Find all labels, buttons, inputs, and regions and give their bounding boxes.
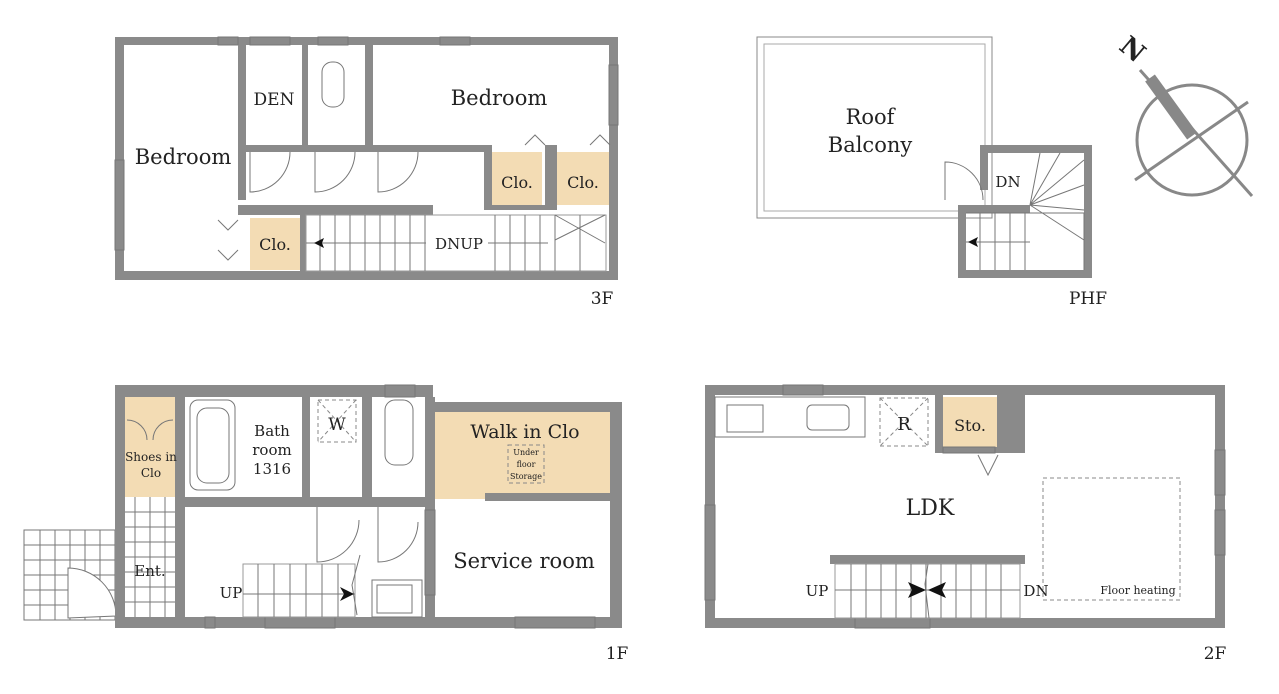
floor-label-phf: PHF: [1069, 289, 1107, 309]
room-bathroom-line2: room: [252, 441, 291, 459]
floor-2f: R Sto. LDK UP DN Floor heating 2F: [704, 384, 1227, 664]
north-compass: N: [1113, 31, 1254, 197]
room-ldk: LDK: [906, 496, 955, 521]
closet-3f-right: [557, 152, 609, 205]
stairs-3f: [305, 214, 607, 272]
stairs-down-label-2f: DN: [1023, 582, 1048, 600]
stairs-label-1f: UP: [220, 584, 243, 602]
room-shoes-closet-line2: Clo: [141, 466, 161, 480]
floor-label-3f: 3F: [591, 289, 614, 309]
north-label: N: [1113, 31, 1150, 69]
closet-3f-left: [250, 218, 300, 270]
fridge-label: R: [897, 414, 911, 435]
under-floor-storage-line3: Storage: [510, 472, 542, 481]
stairs-label-3f: DNUP: [435, 235, 483, 253]
washer-label: W: [328, 415, 346, 435]
walk-in-closet: [433, 412, 610, 499]
room-shoes-closet: Shoes in: [125, 450, 177, 464]
stairs-1f: [242, 554, 361, 618]
room-closet-3f-right: Clo.: [567, 173, 599, 192]
floor-phf: Roof Balcony DN PHF: [756, 36, 1107, 309]
stairs-label-phf: DN: [995, 173, 1020, 191]
stairs-phf: [966, 152, 1085, 270]
stairs-2f: [834, 563, 1021, 619]
floor-heating-label: Floor heating: [1100, 584, 1175, 597]
room-walk-in-closet: Walk in Clo: [470, 421, 579, 443]
room-bathroom-size: 1316: [253, 460, 291, 478]
floor-3f: Bedroom DEN Bedroom Clo. Clo. Clo. DNUP …: [114, 36, 619, 309]
room-service-room: Service room: [453, 549, 595, 573]
stairs-up-label-2f: UP: [806, 582, 829, 600]
room-storage: Sto.: [954, 416, 986, 435]
room-den: DEN: [254, 90, 295, 110]
under-floor-storage-line2: floor: [517, 460, 536, 469]
room-roof-balcony-line2: Balcony: [828, 133, 913, 157]
room-entrance: Ent.: [134, 562, 165, 580]
room-closet-3f-mid: Clo.: [501, 173, 533, 192]
floor-label-2f: 2F: [1204, 644, 1227, 664]
under-floor-storage: Under: [513, 448, 539, 457]
room-roof-balcony: Roof: [846, 105, 897, 129]
storage-closet: [942, 397, 997, 447]
room-closet-3f-left: Clo.: [259, 235, 291, 254]
room-bedroom-3f-left: Bedroom: [135, 145, 232, 169]
floor-1f: Shoes in Clo Bath room 1316 W Walk in Cl…: [23, 384, 629, 664]
room-bathroom: Bath: [254, 422, 290, 440]
floor-label-1f: 1F: [606, 644, 629, 664]
shoes-closet: [125, 397, 175, 497]
room-bedroom-3f-right: Bedroom: [451, 86, 548, 110]
closet-3f-mid: [492, 152, 542, 205]
